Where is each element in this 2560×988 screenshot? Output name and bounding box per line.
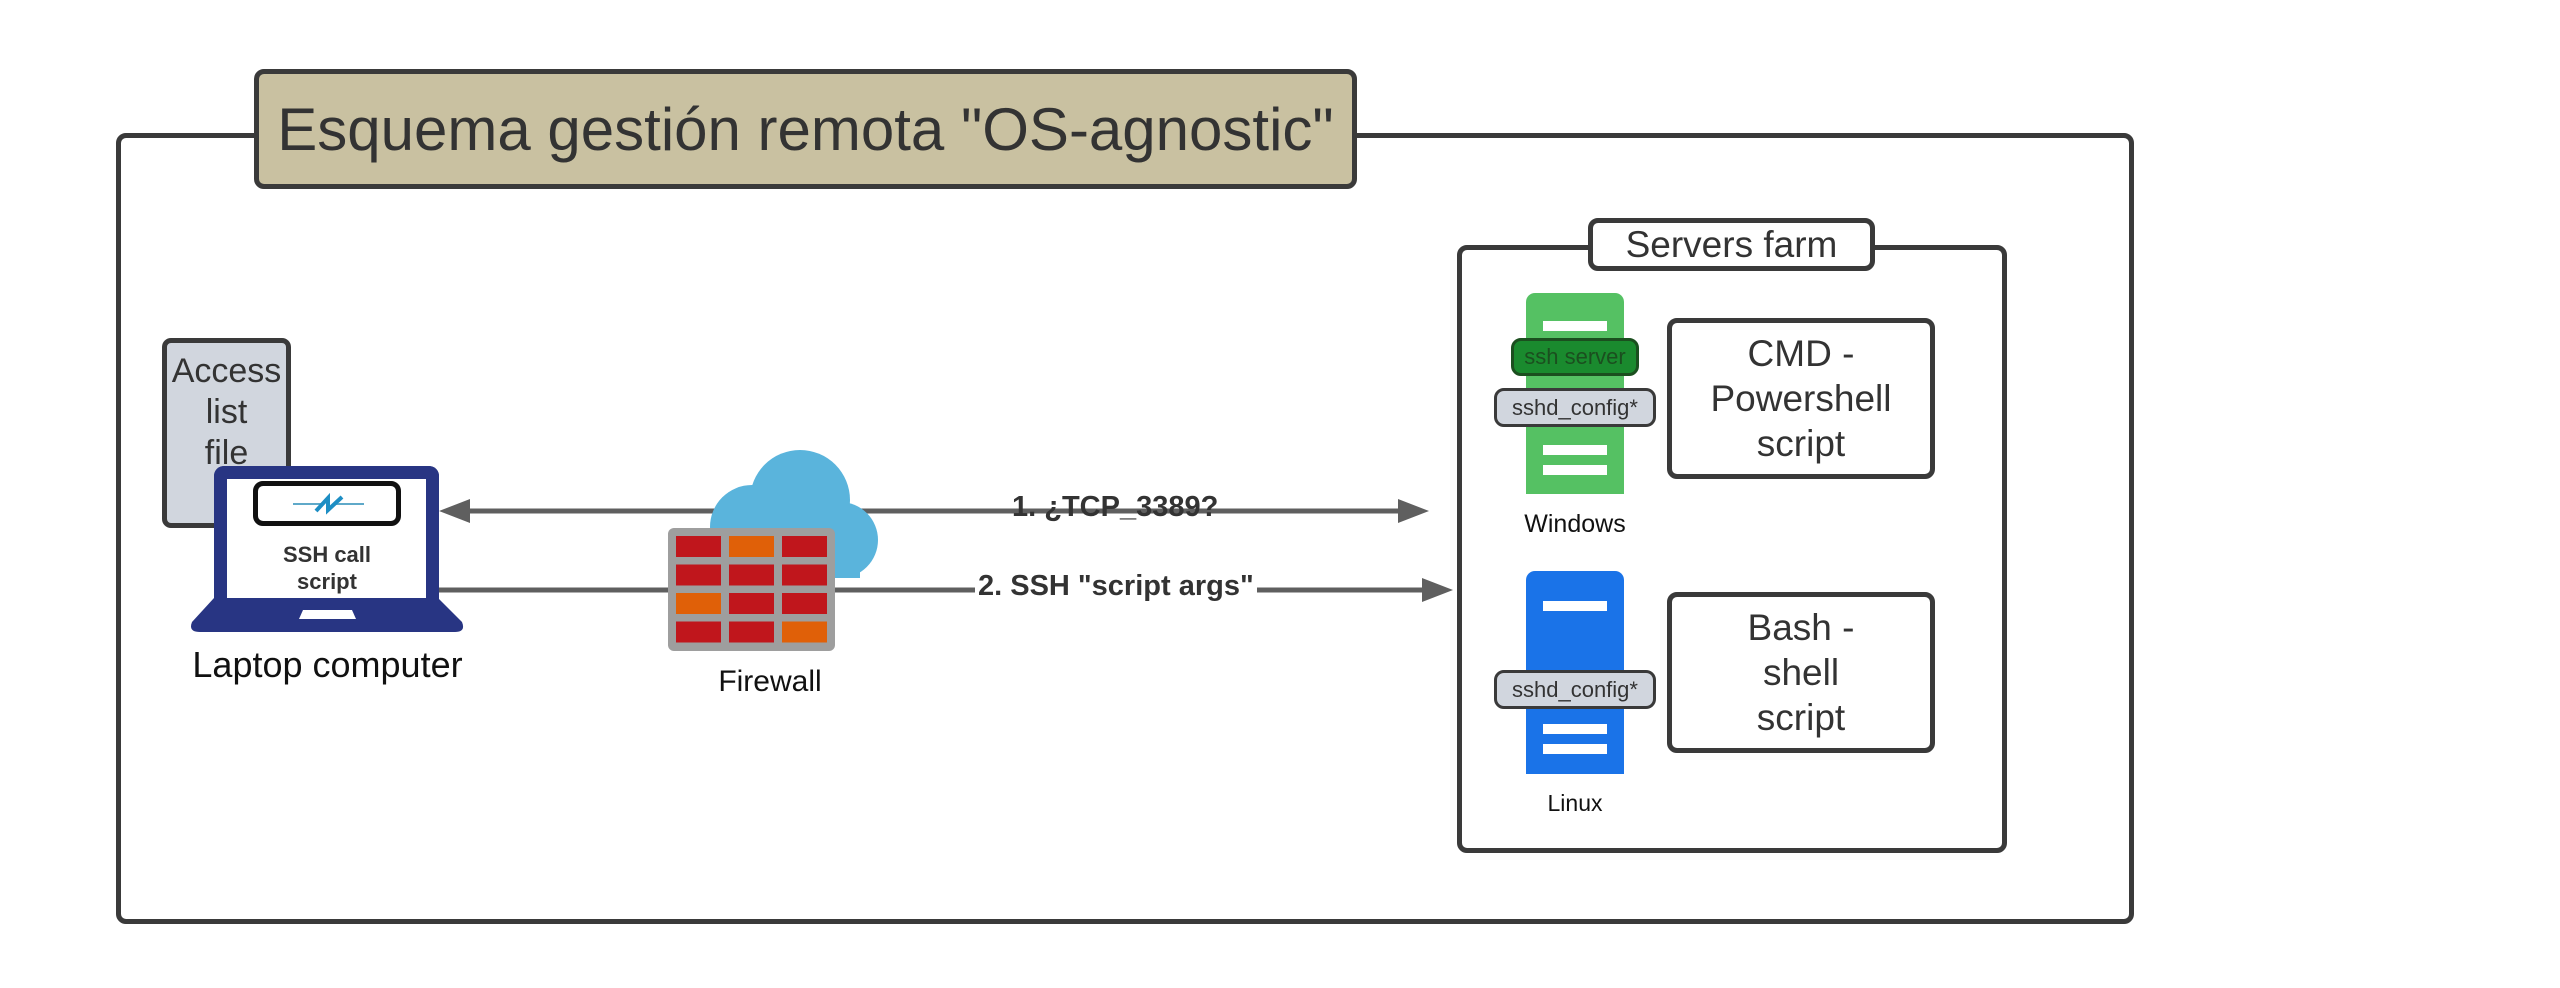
firewall-brick: [676, 621, 721, 643]
firewall-label: Firewall: [718, 665, 822, 698]
sshd-config-text: sshd_config*: [1512, 676, 1638, 702]
bash-script-box: Bash - shell script: [1667, 592, 1935, 753]
windows-label: Windows: [1524, 510, 1626, 538]
arrowhead-right-icon: [1422, 578, 1453, 602]
sshd-config-badge-linux: sshd_config*: [1494, 670, 1656, 709]
firewall-brick: [729, 536, 774, 557]
linux-label: Linux: [1547, 790, 1603, 816]
diagram-title: Esquema gestión remota "OS-agnostic": [254, 69, 1357, 189]
firewall-brick: [782, 593, 827, 614]
server-slot: [1543, 321, 1607, 331]
servers-farm-label: Servers farm: [1588, 218, 1875, 271]
sshd-config-text: sshd_config*: [1512, 394, 1638, 420]
connection-label-tcp: 1. ¿TCP_3389?: [1012, 491, 1219, 523]
firewall-brick: [782, 564, 827, 586]
firewall-brick: [729, 564, 774, 586]
diagram-title-text: Esquema gestión remota "OS-agnostic": [277, 95, 1334, 163]
script-line1: Bash -: [1747, 607, 1855, 648]
script-line2: Powershell: [1710, 378, 1892, 419]
ssh-server-badge: ssh server: [1511, 338, 1639, 376]
server-slot: [1543, 724, 1607, 734]
brick-wall-icon: [668, 528, 835, 651]
ssh-call-line2: script: [297, 569, 357, 594]
firewall-brick: [729, 621, 774, 643]
firewall-brick: [782, 536, 827, 557]
script-line2: shell: [1762, 652, 1840, 693]
arrow-ssh-script: [438, 578, 1453, 602]
firewall-brick: [676, 536, 721, 557]
lightning-link-icon: [293, 492, 364, 515]
arrowhead-right-icon: [1398, 499, 1429, 523]
firewall-brick: [729, 593, 774, 614]
firewall-brick: [676, 593, 721, 614]
powershell-script-box: CMD - Powershell script: [1667, 318, 1935, 479]
ssh-connection-popup: [253, 481, 401, 526]
server-slot: [1543, 465, 1607, 475]
ssh-call-line1: SSH call: [282, 542, 372, 567]
script-line3: script: [1756, 423, 1846, 464]
sshd-config-badge-windows: sshd_config*: [1494, 388, 1656, 427]
server-slot: [1543, 445, 1607, 455]
script-line1: CMD -: [1747, 333, 1855, 374]
server-slot: [1543, 744, 1607, 754]
laptop-label: Laptop computer: [192, 644, 463, 685]
access-file-line1: Access: [171, 352, 282, 390]
servers-farm-label-text: Servers farm: [1625, 223, 1838, 265]
script-line3: script: [1756, 697, 1846, 738]
server-slot: [1543, 601, 1607, 611]
arrow-tcp-3389: [439, 499, 1429, 523]
arrowhead-left-icon: [439, 499, 470, 523]
ssh-call-script-text: SSH call script: [240, 541, 414, 595]
ssh-server-badge-text: ssh server: [1524, 344, 1626, 369]
firewall-brick: [782, 621, 827, 643]
laptop-trackpad: [299, 610, 356, 619]
firewall-brick: [676, 564, 721, 586]
access-file-line2: list: [205, 393, 248, 431]
connection-label-ssh: 2. SSH "script args": [975, 570, 1257, 603]
access-file-line3: file: [204, 434, 249, 472]
